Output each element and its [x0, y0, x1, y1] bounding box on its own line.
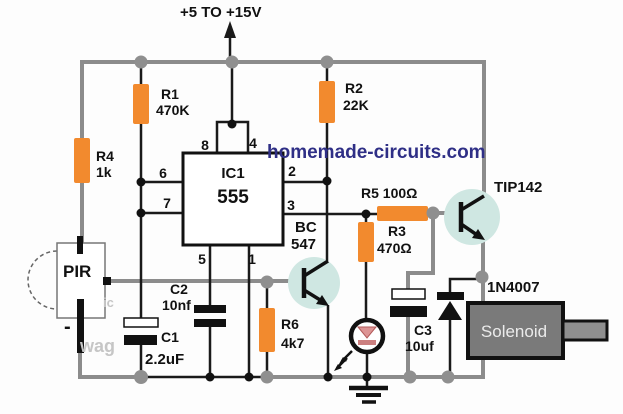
pir-dome — [27, 250, 58, 310]
tip142-collector — [460, 194, 485, 212]
supply-label: +5 TO +15V — [180, 4, 261, 21]
ic1-pin3: 3 — [287, 197, 295, 213]
junction-dot — [260, 370, 274, 384]
pir-terminal-top — [77, 236, 83, 254]
junction-dot — [323, 372, 333, 382]
wire-diode-top-link — [448, 277, 480, 294]
resistor-r2 — [319, 81, 335, 123]
watermark-remnant-1: ic — [103, 295, 114, 310]
junction-dot — [260, 275, 274, 289]
ic1-pin8: 8 — [201, 137, 209, 153]
tip142-label: TIP142 — [494, 179, 542, 196]
diode-cathode-bar — [437, 292, 464, 300]
r3-ref: R3 — [388, 223, 406, 239]
junction-dot — [225, 55, 239, 69]
resistor-r3 — [358, 222, 374, 262]
pir-terminal-right — [103, 277, 111, 285]
c1-ref: C1 — [161, 329, 179, 345]
solenoid-label: Solenoid — [481, 322, 547, 341]
ic1-pin2: 2 — [288, 163, 296, 179]
pir-terminal-bottom — [77, 299, 84, 353]
cap-c1-plate-bottom — [124, 335, 157, 345]
junction-dot — [227, 119, 237, 129]
transistor-bc547-body — [288, 257, 340, 309]
tip142-emitter-arrow — [472, 229, 485, 240]
ic1-pin7: 7 — [163, 195, 171, 211]
r6-ref: R6 — [281, 316, 299, 332]
r1-value: 470K — [156, 102, 189, 118]
r2-ref: R2 — [345, 80, 363, 96]
wire-bottom-rail-right — [265, 358, 485, 379]
pir-minus-label: - — [64, 316, 71, 338]
cap-c2-plate-bottom — [194, 319, 226, 327]
r5-label: R5 100Ω — [361, 185, 417, 201]
cap-c3-plate-bottom — [390, 306, 427, 317]
ic1-pin4: 4 — [249, 135, 257, 151]
cap-c3-plate-top — [391, 288, 426, 300]
wire-top-rail-and-collector-drop — [82, 60, 486, 195]
ic1-body — [181, 151, 285, 247]
c1-value: 2.2uF — [145, 351, 184, 368]
junction-dot — [205, 372, 215, 382]
r2-value: 22K — [343, 97, 369, 113]
led-cathode-bar — [358, 340, 376, 345]
r4-value: 1k — [96, 164, 112, 180]
junction-dot — [244, 372, 254, 382]
supply-arrowhead — [224, 21, 236, 38]
led-arrowhead-2 — [334, 364, 342, 371]
junction-dot — [134, 55, 148, 69]
resistor-r5 — [377, 206, 428, 221]
site-watermark: homemade-circuits.com — [267, 142, 486, 163]
junction-dot — [403, 370, 417, 384]
wire-bottom-rail-left — [78, 352, 143, 379]
pir-label: PIR — [63, 262, 91, 281]
diode-triangle — [438, 301, 462, 320]
junction-dot — [320, 55, 334, 69]
r4-ref: R4 — [96, 148, 114, 164]
ic1-pin6: 6 — [159, 165, 167, 181]
cap-c1-plate-top — [123, 317, 159, 328]
led-arrowhead-1 — [339, 357, 347, 364]
diode-label: 1N4007 — [487, 279, 540, 296]
bc547-label-line1: BC — [295, 219, 317, 236]
resistor-r6 — [259, 308, 275, 352]
junction-dot — [322, 176, 332, 186]
resistor-r1 — [133, 84, 149, 124]
c2-ref: C2 — [170, 281, 188, 297]
ic1-ref: IC1 — [221, 165, 244, 182]
junction-dot — [361, 209, 371, 219]
c2-value: 10nf — [162, 297, 191, 313]
led-triangle — [356, 326, 378, 339]
junction-dot — [136, 177, 146, 187]
junction-dot — [441, 370, 455, 384]
r6-value: 4k7 — [281, 335, 305, 351]
ic1-part: 555 — [217, 187, 249, 208]
c3-value: 10uf — [405, 338, 434, 354]
junction-dot — [362, 372, 372, 382]
wire-c3-top — [406, 215, 435, 290]
r3-value: 470Ω — [377, 240, 412, 256]
transistor-tip142-body — [444, 189, 500, 245]
bc547-collector — [303, 259, 329, 278]
ic1-pin1: 1 — [248, 251, 256, 267]
watermark-remnant-2: wag — [79, 336, 115, 356]
bc547-label-line2: 547 — [291, 236, 316, 253]
junction-dot — [426, 206, 440, 220]
junction-dot — [475, 270, 489, 284]
junction-dot — [134, 370, 148, 384]
r1-ref: R1 — [161, 86, 179, 102]
ic1-pin5: 5 — [198, 251, 206, 267]
solenoid-plunger — [561, 319, 609, 342]
resistor-r4 — [74, 138, 90, 183]
cap-c2-plate-top — [194, 305, 226, 313]
bc547-emitter-arrow — [316, 295, 329, 306]
c3-ref: C3 — [414, 322, 432, 338]
junction-dot — [136, 208, 146, 218]
